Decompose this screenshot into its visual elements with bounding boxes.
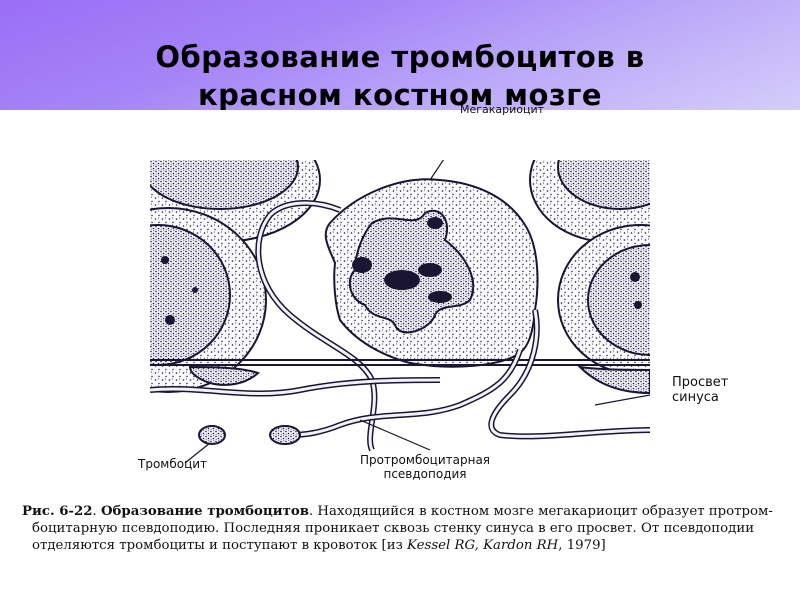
caption-year: , 1979] <box>558 538 606 553</box>
title-line-1: Образование тромбоцитов в <box>155 40 645 74</box>
caption-line-1-text: . Находящийся в костном мозге мегакариоц… <box>308 504 773 519</box>
label-sinus-lumen-line1: Просвет <box>672 375 729 390</box>
caption-line-1: Рис. 6-22. Образование тромбоцитов. Нахо… <box>22 504 773 519</box>
slide-header: Образование тромбоцитов в красном костно… <box>0 0 800 110</box>
label-pseudopodia-line2: псевдоподия <box>383 467 467 481</box>
caption-fig-number: Рис. 6-22 <box>22 504 93 519</box>
megakaryocyte-illustration <box>140 105 670 490</box>
label-pseudopodia: Протромбоцитарная псевдоподия <box>355 453 495 481</box>
caption-authors: Kessel RG, Kardon RH <box>407 538 559 553</box>
label-megakaryocyte: Мегакариоцит <box>460 103 545 116</box>
label-sinus-lumen-line2: синуса <box>672 390 719 405</box>
caption-fig-title: Образование тромбоцитов <box>100 504 309 519</box>
label-sinus-lumen: Просвет синуса <box>672 375 728 405</box>
illustration-drawing <box>150 160 650 464</box>
caption-line-3: отделяются тромбоциты и поступают в кров… <box>22 537 792 554</box>
label-platelet: Тромбоцит <box>138 457 208 471</box>
caption-line-3-text: отделяются тромбоциты и поступают в кров… <box>32 538 408 553</box>
title-line-2: красном костном мозге <box>197 78 603 110</box>
label-pseudopodia-line1: Протромбоцитарная <box>359 453 491 467</box>
caption-line-2: боцитарную псевдоподию. Последняя проник… <box>32 521 755 536</box>
figure-caption: Рис. 6-22. Образование тромбоцитов. Нахо… <box>22 503 792 554</box>
slide-title: Образование тромбоцитов в красном костно… <box>0 38 800 110</box>
